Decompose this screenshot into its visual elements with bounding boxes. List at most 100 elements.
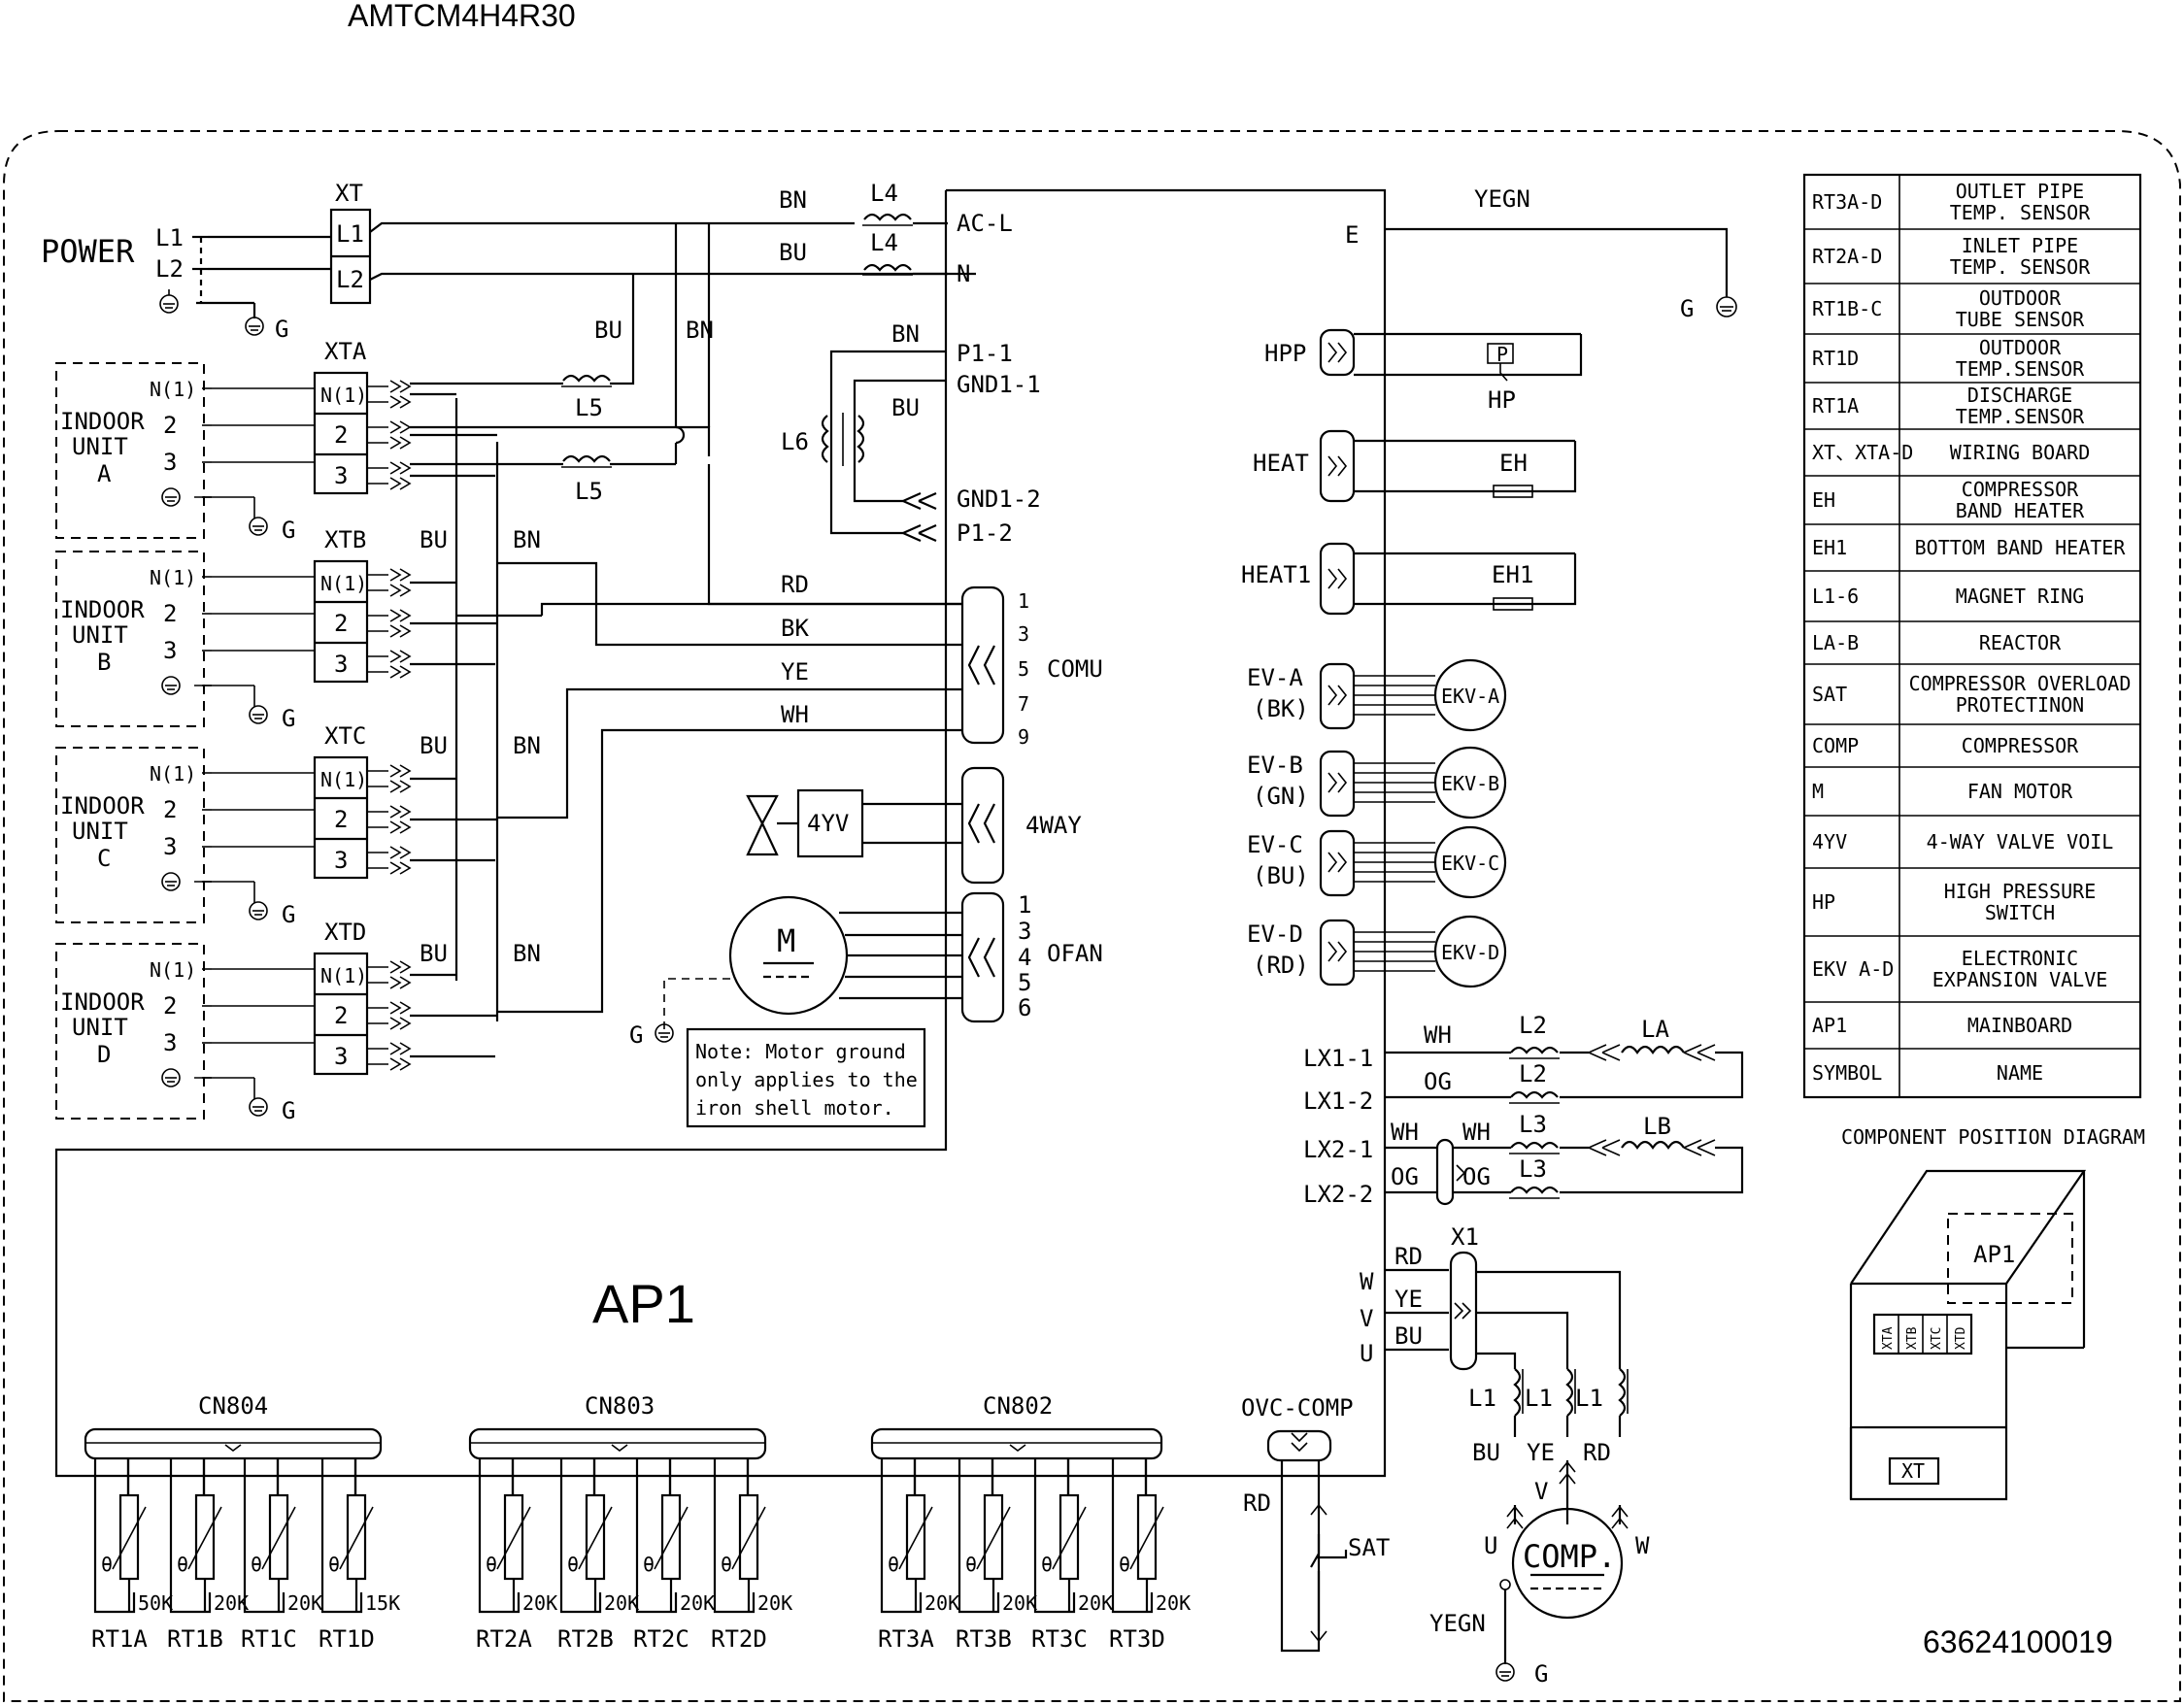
ovc-connector xyxy=(1266,1429,1332,1462)
sensor-value: 15K xyxy=(365,1591,400,1615)
legend-name: TEMP.SENSOR xyxy=(1956,405,2085,428)
indoor-unit-line1: INDOOR xyxy=(60,988,145,1016)
ev-connector-label: EV-C xyxy=(1247,831,1303,858)
wire-bu-7: BU xyxy=(1394,1322,1423,1350)
legend-symbol: HP xyxy=(1812,890,1835,914)
wire-bn-5: BN xyxy=(513,732,541,759)
xt-l2: L2 xyxy=(336,266,364,293)
wire-bu-4: BU xyxy=(420,526,448,553)
ground-label: G xyxy=(629,1021,643,1049)
comp-v-label: V xyxy=(1534,1478,1548,1505)
legend-name: COMPRESSOR xyxy=(1962,734,2079,757)
mainboard-outline xyxy=(54,188,1387,1478)
comp-u-pin: U xyxy=(1360,1340,1373,1367)
ev-connector xyxy=(1319,750,1356,818)
note-line-2: only applies to the xyxy=(695,1068,918,1091)
heater-icon xyxy=(1493,597,1533,611)
legend-name: INLET PIPE xyxy=(1962,234,2078,257)
wire-wh-4: WH xyxy=(1462,1119,1491,1146)
legend-name: NAME xyxy=(1997,1061,2043,1085)
legend-name: TEMP. SENSOR xyxy=(1950,255,2091,279)
indoor-terminal-label: 2 xyxy=(163,600,177,627)
l5-label-2: L5 xyxy=(575,478,603,505)
position-xt: XT xyxy=(1901,1459,1925,1483)
legend-name: HIGH PRESSURE xyxy=(1944,880,2097,903)
ground-icon xyxy=(655,1023,674,1043)
sensor-value: 20K xyxy=(1156,1591,1191,1615)
comu-pin: 3 xyxy=(1018,622,1029,646)
reactor-wiring xyxy=(1385,1044,1744,1206)
indoor-unit-line3: C xyxy=(97,845,111,872)
comp-u-label: U xyxy=(1484,1532,1497,1559)
right-connectors xyxy=(1319,328,1583,616)
lx1-1-label: LX1-1 xyxy=(1303,1045,1373,1072)
indoor-unit-line3: B xyxy=(97,649,111,676)
terminal-board-label: XTB xyxy=(324,526,366,553)
temperature-sensors: CN804θ50KRT1Aθ20KRT1Bθ20KRT1Cθ15KRT1DCN8… xyxy=(84,1392,1191,1653)
terminal-board-label: XTA xyxy=(324,338,367,365)
legend-symbol: M xyxy=(1812,780,1824,803)
legend-name: ELECTRONIC xyxy=(1962,947,2078,970)
wire-yegn-2: YEGN xyxy=(1429,1610,1486,1637)
indoor-terminal-label: 2 xyxy=(163,992,177,1020)
hp-symbol: P xyxy=(1496,343,1508,366)
indoor-units: INDOORUNITAN(1)23GXTAN(1)23INDOORUNITBN(… xyxy=(55,223,962,1124)
pin-n: N xyxy=(957,260,970,287)
ev-connector xyxy=(1319,829,1356,897)
ground-label: G xyxy=(1534,1660,1548,1688)
sensor-connector-label: CN802 xyxy=(983,1392,1053,1420)
sat-label: SAT xyxy=(1348,1534,1390,1561)
terminal-3: 3 xyxy=(334,1043,348,1070)
terminal-board xyxy=(313,952,369,1076)
terminal-board xyxy=(313,755,369,880)
wire-wh-3: WH xyxy=(1391,1119,1419,1146)
fourway-valve-coil xyxy=(796,788,864,858)
ground-icon xyxy=(249,1097,268,1117)
comp-w-pin: W xyxy=(1360,1268,1374,1295)
theta-symbol: θ xyxy=(251,1553,262,1576)
terminal-board xyxy=(313,371,369,495)
position-ap1: AP1 xyxy=(1973,1241,2015,1268)
sensor-name: RT1A xyxy=(91,1625,148,1653)
note-box xyxy=(686,1027,926,1128)
sensor-value: 20K xyxy=(924,1591,959,1615)
legend-name: WIRING BOARD xyxy=(1950,441,2091,464)
lb-label: LB xyxy=(1643,1113,1671,1140)
fourway-valve-label: 4YV xyxy=(807,810,849,837)
legend-name: COMPRESSOR xyxy=(1962,478,2079,501)
theta-symbol: θ xyxy=(721,1553,732,1576)
theta-symbol: θ xyxy=(965,1553,977,1576)
sensor-name: RT3D xyxy=(1109,1625,1165,1653)
ofan-pin: 3 xyxy=(1018,918,1031,945)
sensor-name: RT3B xyxy=(956,1625,1012,1653)
comp-l1-3: L1 xyxy=(1575,1385,1603,1412)
ekv-icon xyxy=(1433,825,1507,899)
theta-symbol: θ xyxy=(888,1553,899,1576)
sensor-value: 20K xyxy=(604,1591,639,1615)
l4-label-2: L4 xyxy=(870,229,898,256)
sensor-connector xyxy=(870,1427,1163,1460)
terminal-n1: N(1) xyxy=(320,964,367,987)
terminal-n1: N(1) xyxy=(320,768,367,791)
x1-label: X1 xyxy=(1451,1223,1479,1251)
indoor-terminal-label: N(1) xyxy=(150,762,196,786)
indoor-terminal-label: 2 xyxy=(163,796,177,823)
indoor-unit-line2: UNIT xyxy=(72,621,128,649)
indoor-unit-box xyxy=(55,362,205,539)
ground-label: G xyxy=(1680,295,1694,322)
expansion-valves: EV-A(BK)EKV-AEV-B(GN)EKV-BEV-C(BU)EKV-CE… xyxy=(1247,658,1507,988)
legend-name: OUTDOOR xyxy=(1979,286,2062,310)
sensor-name: RT3C xyxy=(1031,1625,1088,1653)
ground-label: G xyxy=(275,316,288,343)
ev-color-label: (BK) xyxy=(1253,695,1309,722)
legend-name: BAND HEATER xyxy=(1956,499,2085,522)
wire-rd-2: RD xyxy=(1394,1243,1423,1270)
indoor-terminal-label: 3 xyxy=(163,833,177,860)
sensor-value: 20K xyxy=(1078,1591,1113,1615)
indoor-terminal-label: 3 xyxy=(163,449,177,476)
ofan-pin: 6 xyxy=(1018,994,1031,1021)
legend-symbol: SYMBOL xyxy=(1812,1061,1882,1085)
indoor-unit-line2: UNIT xyxy=(72,433,128,460)
terminal-board xyxy=(313,559,369,684)
